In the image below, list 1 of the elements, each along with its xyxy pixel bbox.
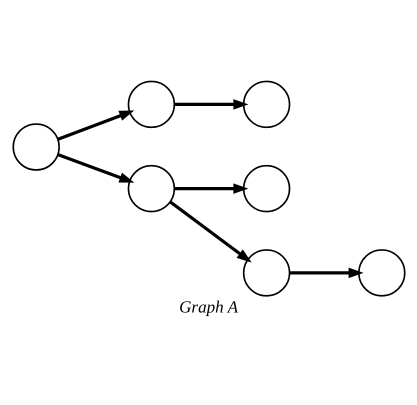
caption: Graph A [178,298,238,317]
